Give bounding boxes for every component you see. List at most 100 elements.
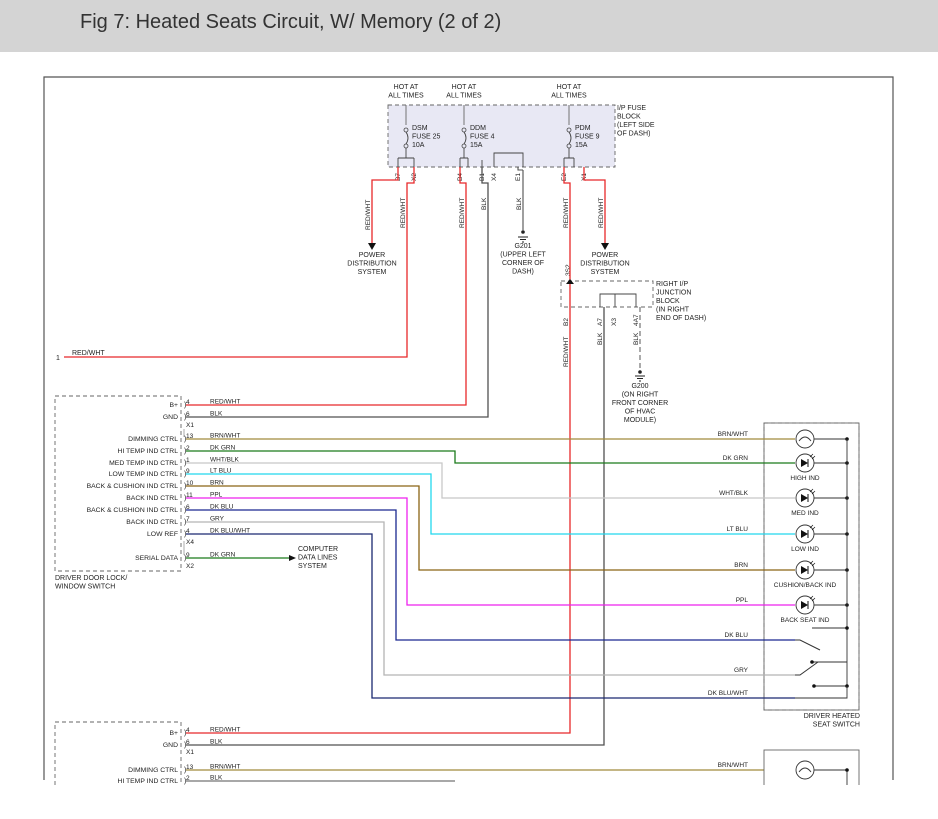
g200-label: OF HVAC [625, 409, 656, 416]
wire-label: BRN/WHT [210, 433, 240, 440]
hot-at-all-times-label: HOT AT [557, 84, 582, 91]
wire-label: PPL [736, 597, 749, 604]
power-distribution-left-label: POWER [359, 252, 385, 259]
fuse-block-pin: E1 [515, 173, 522, 181]
g201-label: CORNER OF [502, 260, 544, 267]
wire-red-wht-power-left [371, 167, 399, 245]
connector-terminal-icon: ) [184, 471, 186, 478]
seat-switch-label: DRIVER HEATED [804, 713, 860, 720]
wire-dk-grn [186, 450, 795, 464]
switch-contact-dot [810, 660, 814, 664]
wire-label: BLK [481, 197, 488, 210]
wire-label: RED/WHT [400, 198, 407, 228]
wire-dk-blu-wht [186, 533, 795, 699]
g201-label: (UPPER LEFT [500, 252, 546, 259]
hot-at-all-times-label: HOT AT [394, 84, 419, 91]
connector-label: X1 [186, 422, 194, 429]
seat-switch-border [763, 422, 860, 711]
diagram-frame [43, 76, 894, 780]
led-light-icon [809, 488, 816, 495]
driver-switch-pin-label: SERIAL DATA [135, 555, 178, 562]
wire-red-wht-x2 [64, 167, 415, 358]
wire-ppl [186, 497, 795, 606]
driver-switch-pin-label: BACK IND CTRL [126, 495, 178, 502]
driver-switch-pin-number: 9 [186, 552, 190, 559]
driver-switch-pin-label: BACK & CUSHION IND CTRL [87, 483, 179, 490]
driver-switch-pin-number: 10 [186, 480, 194, 487]
connector-terminal-icon: ) [184, 778, 186, 785]
driver-switch-label: WINDOW SWITCH [55, 584, 115, 591]
g201-label: DASH) [512, 269, 534, 276]
wire-label: BRN/WHT [718, 762, 748, 769]
fuse-label: FUSE 25 [412, 134, 441, 141]
lamp-icon [795, 760, 815, 780]
driver-switch-pin-number: 13 [186, 433, 194, 440]
wire-label: DK BLU/WHT [210, 528, 250, 535]
passenger-switch-pin-number: 13 [186, 764, 194, 771]
junction-block-label: END OF DASH) [656, 315, 706, 322]
driver-switch-pin-number: 9 [186, 468, 190, 475]
fuse-symbol [568, 131, 572, 145]
hot-at-all-times-label: ALL TIMES [446, 93, 482, 100]
wire-label: BLK [633, 332, 640, 345]
led-diode-icon [801, 459, 808, 467]
led-diode-icon [801, 601, 808, 609]
wire-label: GRY [210, 516, 225, 523]
connector-terminal-icon: ) [184, 436, 186, 443]
wire-blk-g201 [517, 167, 524, 230]
wire-label: RED/WHT [210, 399, 240, 406]
junction-bus [599, 293, 637, 307]
passenger-switch-pin-label: DIMMING CTRL [128, 767, 178, 774]
computer-data-lines-label: DATA LINES [298, 555, 338, 562]
hot-at-all-times-label: ALL TIMES [388, 93, 424, 100]
fuse-block [387, 104, 616, 168]
fuse-block-label: BLOCK [617, 114, 641, 121]
lamp-icon [795, 429, 815, 449]
fuse-label: 15A [575, 142, 588, 149]
power-distribution-left-label: DISTRIBUTION [347, 261, 396, 268]
wire-gry [186, 521, 795, 676]
connector-terminal-icon: ) [184, 402, 186, 409]
indicator-label: MED IND [791, 510, 819, 517]
passenger-switch-pin-number: 6 [186, 739, 190, 746]
wire-label: BLK [210, 739, 223, 746]
driver-switch-pin-label: MED TEMP IND CTRL [109, 460, 178, 467]
fuse-label: 15A [470, 142, 483, 149]
wire-label: DK GRN [210, 552, 236, 559]
connector-label: X4 [186, 539, 194, 546]
connector-terminal-icon: ) [184, 448, 186, 455]
switch-contact-icon [795, 661, 847, 687]
seat-switch-label: SEAT SWITCH [813, 722, 860, 729]
power-distribution-right-label: DISTRIBUTION [580, 261, 629, 268]
power-distribution-left-label: SYSTEM [358, 269, 387, 276]
arrow-icon [566, 279, 574, 284]
driver-switch-pin-number: 11 [186, 492, 193, 499]
wire-label: RED/WHT [563, 198, 570, 228]
driver-switch-pin-label: LOW TEMP IND CTRL [109, 471, 178, 478]
driver-switch-pin-number: 4 [186, 399, 190, 406]
junction-block-pin: 4A7 [633, 314, 640, 326]
wire-label: RED/WHT [210, 727, 240, 734]
led-light-icon [809, 560, 816, 567]
arrow-icon [601, 243, 609, 250]
fuse-symbol [463, 131, 467, 145]
g200-label: G200 [631, 383, 648, 390]
g200-label: FRONT CORNER [612, 400, 668, 407]
led-diode-icon [801, 494, 808, 502]
wire-label: BLK [516, 197, 523, 210]
driver-switch-pin-label: LOW REF [147, 531, 178, 538]
passenger-switch-pin-label: B+ [169, 730, 178, 737]
connector-terminal-icon: ) [184, 742, 186, 749]
wire-label: WHT/BLK [210, 457, 240, 464]
connector-label: X2 [186, 563, 194, 570]
wire-lt-blu [186, 473, 795, 535]
wire-label: LT BLU [727, 526, 749, 533]
wire-label: BRN/WHT [210, 764, 240, 771]
wire-label: BLK [597, 332, 604, 345]
driver-switch-pin-label: DIMMING CTRL [128, 436, 178, 443]
wire-wht-blk [186, 462, 795, 499]
wire-label: LT BLU [210, 468, 232, 475]
ground-bus [481, 152, 524, 167]
arrow-icon [289, 555, 296, 561]
fuse-label: FUSE 9 [575, 134, 600, 141]
